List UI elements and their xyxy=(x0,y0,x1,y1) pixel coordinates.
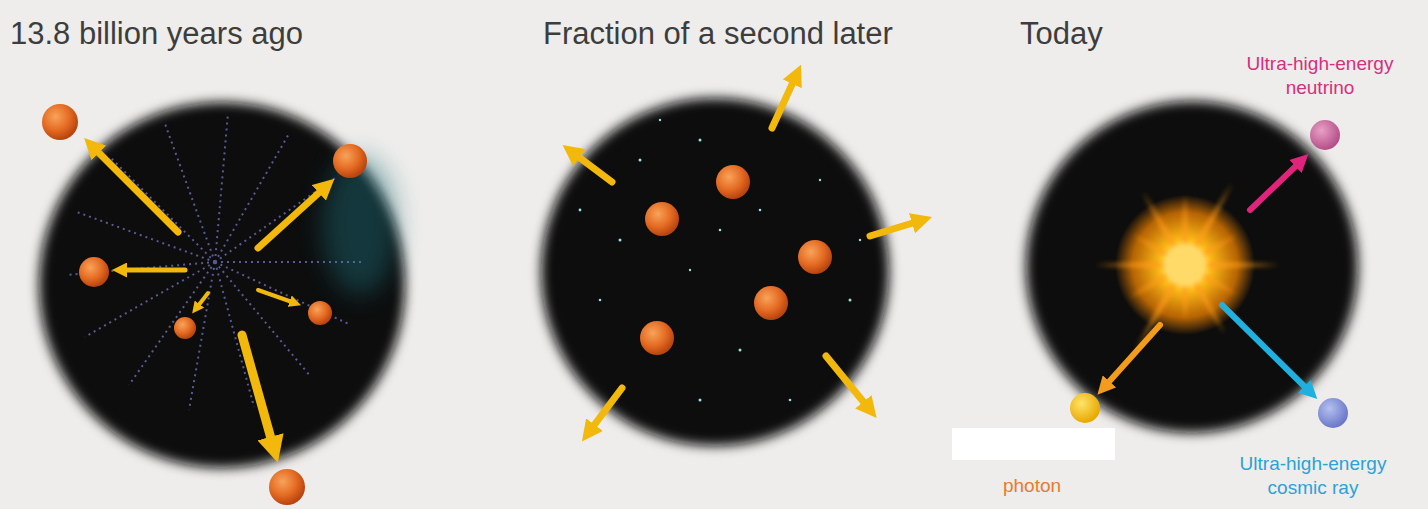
motion-arrow xyxy=(258,290,292,302)
universe-circle xyxy=(541,98,889,446)
speck xyxy=(859,239,861,241)
photon-arrow xyxy=(1107,325,1160,384)
specks xyxy=(579,119,862,402)
universe-circle xyxy=(1026,101,1358,433)
ray xyxy=(215,176,338,262)
speck xyxy=(579,209,582,212)
ray xyxy=(215,132,290,262)
label-slot: Ultra-high-energy neutrino xyxy=(1220,52,1420,100)
cosmic-ray-arrow xyxy=(1222,305,1307,389)
expansion-arrow xyxy=(826,356,866,405)
ray xyxy=(215,113,228,262)
speck xyxy=(819,179,821,181)
photon-particle xyxy=(1070,393,1100,423)
speck xyxy=(789,399,792,402)
speck xyxy=(759,209,762,212)
stage-heading: Today xyxy=(1020,16,1103,52)
speck xyxy=(659,119,661,121)
neutrino-particle xyxy=(1310,120,1340,150)
ray xyxy=(109,156,215,262)
ray xyxy=(215,261,365,263)
motion-arrows xyxy=(96,150,322,442)
ray xyxy=(164,121,215,262)
speck xyxy=(639,159,642,162)
motion-arrow xyxy=(96,150,178,232)
particle xyxy=(42,104,78,140)
expansion-arrow xyxy=(772,80,794,128)
ray xyxy=(215,262,311,377)
expansion-arrow xyxy=(592,388,622,428)
burst-core xyxy=(1163,243,1207,287)
particle-label: photon xyxy=(1003,474,1061,498)
label-slot: photon xyxy=(982,474,1082,498)
expansion-arrows xyxy=(576,80,916,428)
stage-heading: 13.8 billion years ago xyxy=(10,16,303,52)
motion-arrow xyxy=(258,190,322,248)
particle xyxy=(174,317,196,339)
expansion-arrow xyxy=(870,222,916,236)
radiating-rays xyxy=(66,113,365,410)
speck xyxy=(619,239,622,242)
speck xyxy=(689,269,691,271)
particle xyxy=(754,286,788,320)
particle xyxy=(79,257,109,287)
speck xyxy=(739,349,742,352)
glow xyxy=(322,155,398,295)
particle xyxy=(269,469,305,505)
particle xyxy=(645,202,679,236)
particle xyxy=(716,165,750,199)
particles xyxy=(42,104,367,505)
particle xyxy=(798,240,832,274)
speck xyxy=(699,399,702,402)
neutrino-arrow xyxy=(1250,164,1298,210)
particle xyxy=(333,144,367,178)
ray xyxy=(74,211,215,262)
expansion-arrow xyxy=(576,155,612,182)
speck xyxy=(699,139,702,142)
stage-heading: Fraction of a second later xyxy=(543,16,893,52)
speck xyxy=(599,299,602,302)
motion-arrow xyxy=(242,335,272,442)
speck xyxy=(849,299,852,302)
motion-arrow xyxy=(198,293,208,306)
ray xyxy=(215,262,351,325)
ray xyxy=(189,262,215,410)
particles xyxy=(640,165,832,355)
particle-label: Ultra-high-energy cosmic ray xyxy=(1213,452,1413,500)
universe-stage: Fraction of a second later xyxy=(541,98,889,446)
ray xyxy=(215,262,254,407)
particle xyxy=(640,321,674,355)
cosmic-ray-particle xyxy=(1318,398,1348,428)
universe-stage: Today xyxy=(1026,101,1358,433)
cover-patch xyxy=(952,428,1115,460)
particle xyxy=(308,301,332,325)
label-slot: Ultra-high-energy cosmic ray xyxy=(1213,452,1413,500)
motion-arrow xyxy=(124,268,185,273)
ray xyxy=(129,262,215,385)
particle-label: Ultra-high-energy neutrino xyxy=(1220,52,1420,100)
speck xyxy=(719,229,722,232)
universe-circle xyxy=(39,102,405,468)
universe-stage: 13.8 billion years ago xyxy=(39,102,405,468)
